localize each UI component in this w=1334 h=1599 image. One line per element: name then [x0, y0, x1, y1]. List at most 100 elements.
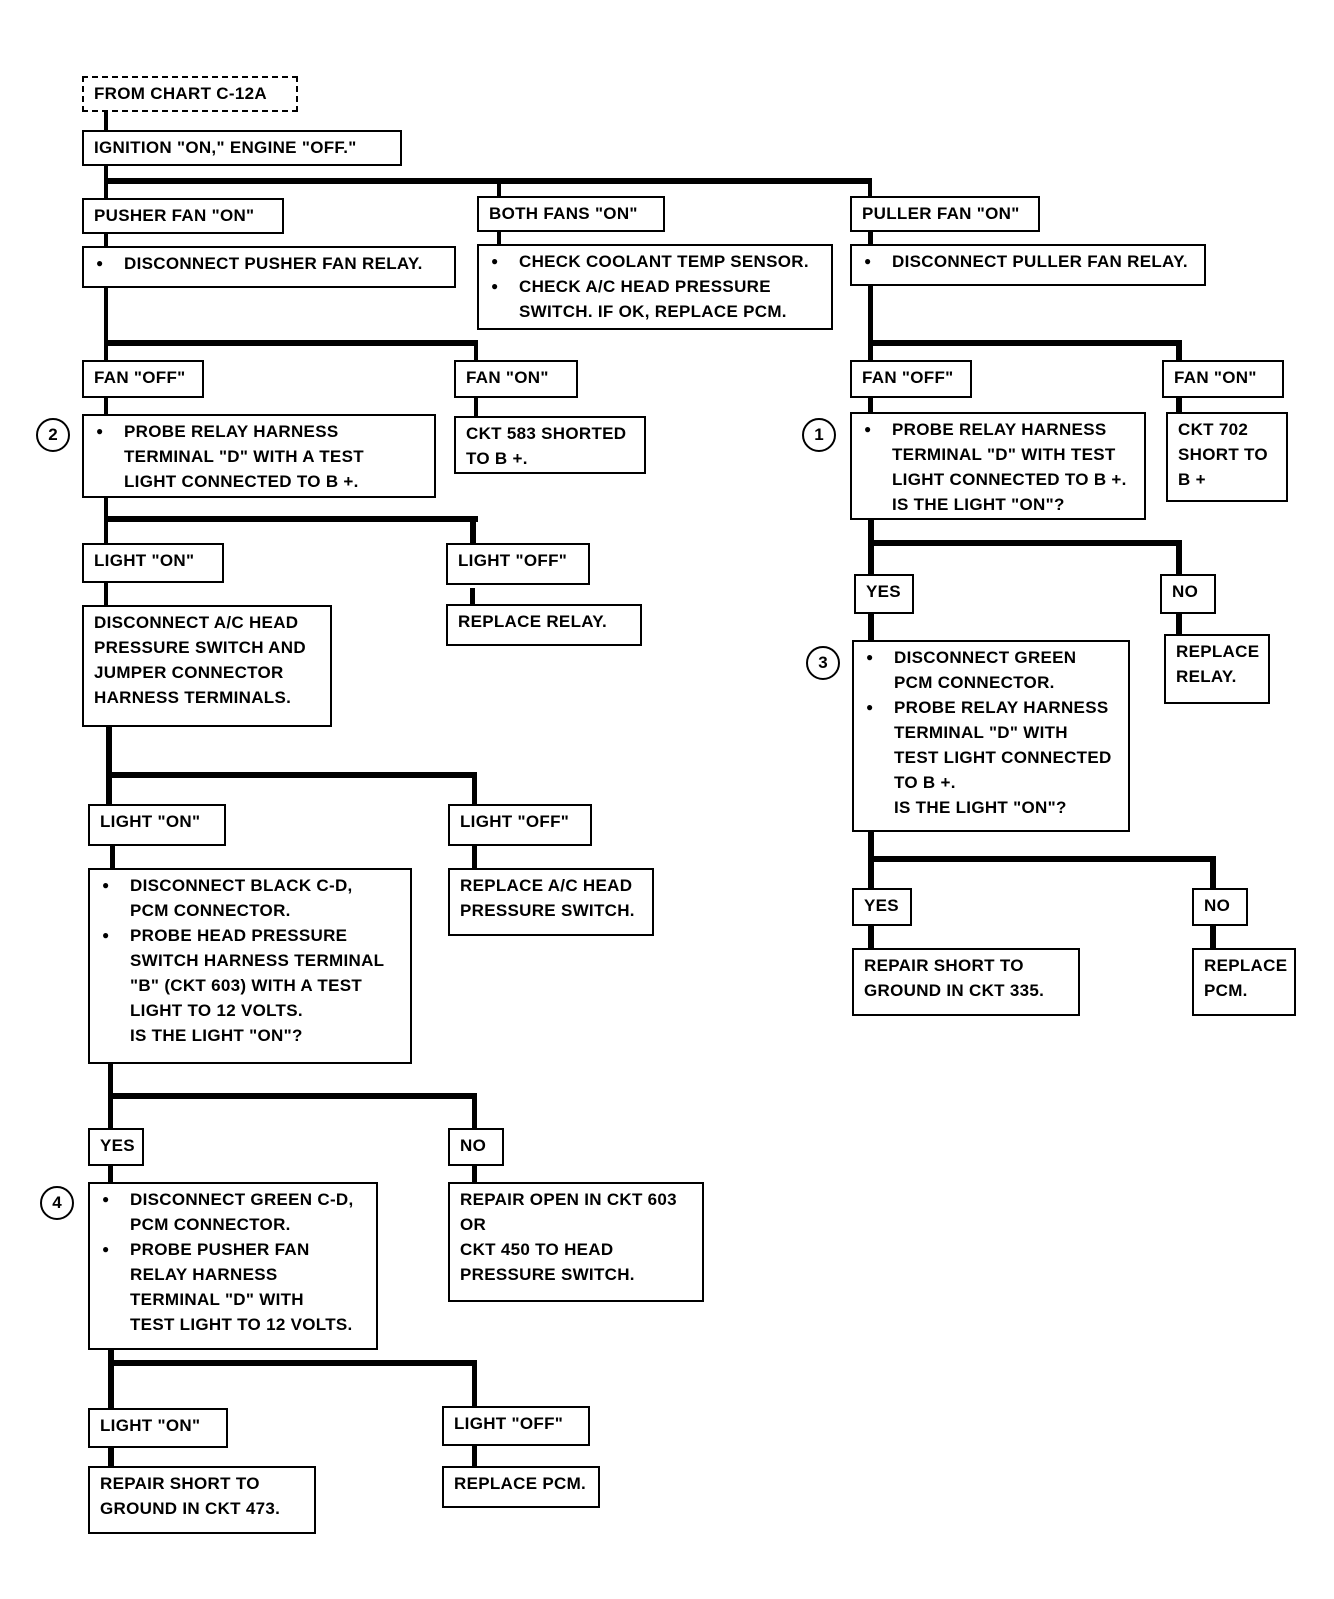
connector-line: [108, 1164, 113, 1183]
repair-short-473-line-1: REPAIR SHORT TO: [100, 1474, 260, 1493]
puller-fan-off-box: FAN "OFF": [850, 360, 972, 398]
light-off-3-label: LIGHT "OFF": [454, 1414, 564, 1433]
light-on-3-box: LIGHT "ON": [88, 1408, 228, 1448]
step-4-badge: 4: [40, 1186, 74, 1220]
connector-line: [104, 340, 478, 346]
connector-line: [868, 396, 873, 414]
connector-line: [868, 178, 872, 198]
connector-line: [1176, 614, 1182, 636]
step-1-line-2: TERMINAL "D" WITH TEST: [892, 445, 1116, 464]
from-chart-label: FROM CHART C-12A: [94, 84, 267, 103]
connector-line: [472, 846, 477, 868]
connector-line: [106, 772, 476, 778]
step-1-badge: 1: [802, 418, 836, 452]
ckt-583-line-2: TO B +.: [466, 449, 528, 468]
connector-line: [868, 924, 874, 950]
connector-line: [868, 340, 1182, 346]
both-fans-action-box: CHECK COOLANT TEMP SENSOR. CHECK A/C HEA…: [477, 244, 833, 330]
step-1-line-4: IS THE LIGHT "ON"?: [892, 495, 1065, 514]
ckt-583-box: CKT 583 SHORTED TO B +.: [454, 416, 646, 474]
disconnect-ac-line-4: HARNESS TERMINALS.: [94, 688, 292, 707]
no-puller-2-label: NO: [1204, 896, 1231, 915]
connector-line: [497, 178, 501, 198]
puller-fan-off-label: FAN "OFF": [862, 368, 954, 387]
connector-line: [472, 1164, 477, 1183]
light-off-1-label: LIGHT "OFF": [458, 551, 568, 570]
ignition-label: IGNITION "ON," ENGINE "OFF.": [94, 138, 357, 157]
connector-line: [868, 230, 873, 246]
light-on-2-label: LIGHT "ON": [100, 812, 201, 831]
light-on-1-box: LIGHT "ON": [82, 543, 224, 583]
yes-puller-2-box: YES: [852, 888, 912, 926]
step-3-b-line-4: TO B +.: [894, 773, 956, 792]
step-3-b-line-2: TERMINAL "D" WITH: [894, 723, 1068, 742]
connector-line: [868, 284, 873, 362]
connector-line: [474, 340, 478, 362]
replace-relay-text: REPLACE RELAY.: [458, 612, 608, 631]
both-action-a: CHECK COOLANT TEMP SENSOR.: [489, 249, 821, 274]
pusher-fan-on-result-label: FAN "ON": [466, 368, 549, 387]
both-action-b-line-1: CHECK A/C HEAD PRESSURE: [489, 274, 821, 299]
connector-line: [104, 110, 108, 132]
puller-action-box: DISCONNECT PULLER FAN RELAY.: [850, 244, 1206, 286]
pusher-fan-on-label: PUSHER FAN "ON": [94, 206, 255, 225]
repair-open-line-1: REPAIR OPEN IN CKT 603: [460, 1190, 677, 1209]
connector-line: [470, 516, 476, 543]
light-off-3-box: LIGHT "OFF": [442, 1406, 590, 1446]
puller-fan-on-result-label: FAN "ON": [1174, 368, 1257, 387]
step-1-box: PROBE RELAY HARNESS TERMINAL "D" WITH TE…: [850, 412, 1146, 520]
replace-relay-puller-line-2: RELAY.: [1176, 667, 1237, 686]
step-2-badge: 2: [36, 418, 70, 452]
connector-line: [104, 286, 108, 362]
replace-pcm-pusher-text: REPLACE PCM.: [454, 1474, 587, 1493]
connector-line: [472, 772, 477, 804]
replace-ac-line-2: PRESSURE SWITCH.: [460, 901, 635, 920]
step-3-question: IS THE LIGHT "ON"?: [894, 798, 1067, 817]
connector-line: [106, 726, 112, 804]
light-off-1-box: LIGHT "OFF": [446, 543, 590, 585]
repair-open-box: REPAIR OPEN IN CKT 603 OR CKT 450 TO HEA…: [448, 1182, 704, 1302]
connector-line: [868, 614, 874, 640]
connector-line: [474, 398, 478, 416]
step-2-number: 2: [48, 425, 58, 444]
pusher-action-box: DISCONNECT PUSHER FAN RELAY.: [82, 246, 456, 288]
repair-short-473-box: REPAIR SHORT TO GROUND IN CKT 473.: [88, 1466, 316, 1534]
no-puller-2-box: NO: [1192, 888, 1248, 926]
step-2-line-2: TERMINAL "D" WITH A TEST: [124, 447, 364, 466]
connector-line: [108, 1093, 477, 1099]
ckt-702-line-3: B +: [1178, 470, 1206, 489]
black-step-b-line-1: PROBE HEAD PRESSURE: [100, 923, 400, 948]
connector-line: [497, 230, 501, 246]
connector-line: [104, 398, 108, 414]
replace-ac-line-1: REPLACE A/C HEAD: [460, 876, 633, 895]
ckt-702-line-1: CKT 702: [1178, 420, 1249, 439]
step-4-b-line-2: RELAY HARNESS: [130, 1265, 278, 1284]
step-2-box: PROBE RELAY HARNESS TERMINAL "D" WITH A …: [82, 414, 436, 498]
puller-fan-on-label: PULLER FAN "ON": [862, 204, 1020, 223]
black-step-b-line-3: "B" (CKT 603) WITH A TEST: [130, 976, 363, 995]
step-3-b-line-3: TEST LIGHT CONNECTED: [894, 748, 1112, 767]
repair-open-line-4: PRESSURE SWITCH.: [460, 1265, 635, 1284]
step-1-number: 1: [814, 425, 824, 444]
both-fans-on-box: BOTH FANS "ON": [477, 196, 665, 232]
connector-line: [1210, 856, 1216, 888]
ignition-box: IGNITION "ON," ENGINE "OFF.": [82, 130, 402, 166]
connector-line: [1176, 540, 1182, 576]
connector-line: [472, 1093, 477, 1130]
both-fans-on-label: BOTH FANS "ON": [489, 204, 638, 223]
yes-puller-1-box: YES: [854, 574, 914, 614]
step-4-number: 4: [52, 1193, 62, 1212]
connector-line: [470, 588, 475, 606]
light-on-2-box: LIGHT "ON": [88, 804, 226, 846]
yes-pusher-box: YES: [88, 1128, 144, 1166]
pusher-fan-off-box: FAN "OFF": [82, 360, 204, 398]
connector-line: [868, 856, 1216, 862]
black-step-b-line-4: LIGHT TO 12 VOLTS.: [130, 1001, 303, 1020]
disconnect-ac-line-2: PRESSURE SWITCH AND: [94, 638, 306, 657]
repair-open-line-3: CKT 450 TO HEAD: [460, 1240, 614, 1259]
repair-short-335-line-2: GROUND IN CKT 335.: [864, 981, 1045, 1000]
step-4-b-line-1: PROBE PUSHER FAN: [100, 1237, 366, 1262]
from-chart-box: FROM CHART C-12A: [82, 76, 298, 112]
replace-pcm-puller-line-2: PCM.: [1204, 981, 1248, 1000]
ckt-583-line-1: CKT 583 SHORTED: [466, 424, 627, 443]
